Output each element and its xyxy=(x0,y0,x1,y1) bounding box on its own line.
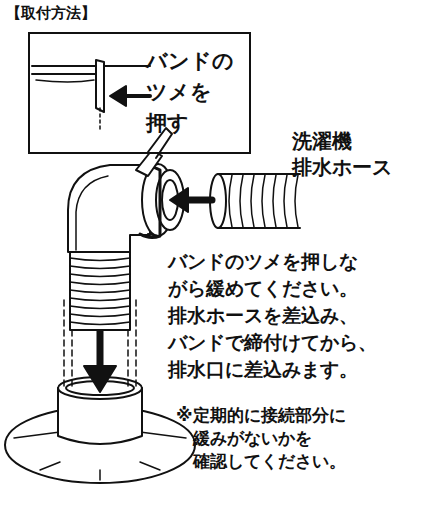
callout-text: バンドの ツメを 押す xyxy=(146,46,243,139)
elbow-hose xyxy=(70,250,130,330)
hose-label: 洗濯機 排水ホース xyxy=(292,128,398,180)
insert-arrowhead xyxy=(84,366,116,392)
washer-drain-hose xyxy=(210,174,300,228)
hose-arrowhead xyxy=(170,188,188,212)
elbow-fitting xyxy=(68,128,184,252)
note-text: ※定期的に接続部分に 緩みがないかを 確認してください。 xyxy=(176,404,416,473)
instruction-text: バンドのツメを押しな がら緩めてください。 排水ホースを差込み、 バンドで締付け… xyxy=(168,248,418,383)
inset-band xyxy=(32,60,150,132)
title: 【取付方法】 xyxy=(6,4,96,22)
inset-box: バンドの ツメを 押す xyxy=(28,32,251,154)
